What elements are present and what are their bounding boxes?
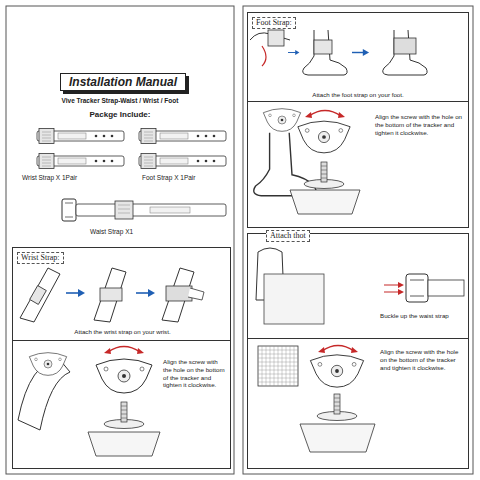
waist-buckle-part [264, 274, 324, 324]
waist-buckle-part [410, 280, 424, 296]
foot-steps-part [394, 38, 416, 54]
foot-steps-part [303, 30, 347, 75]
package-straps-part [118, 205, 130, 213]
waist-buckle-part [398, 282, 404, 295]
panel-box: Foot Strap: Attach the foot strap on your… [247, 12, 469, 228]
foot-steps-part [352, 49, 369, 56]
package-straps-part [139, 154, 226, 169]
wrist-tracker-mount-part [88, 432, 160, 456]
waist-tracker-mount-part [310, 355, 363, 387]
wrist-tracker-mount [18, 347, 160, 457]
section-heading: Foot Strap: [252, 17, 296, 29]
foot-tracker-mount-part [263, 109, 300, 132]
label-text: Packge Include: [70, 110, 170, 120]
wrist-steps [20, 268, 204, 322]
panel-divider [248, 101, 468, 102]
foot-tracker-mount [254, 109, 360, 214]
page-frame-part [243, 6, 473, 474]
wrist-steps-part [20, 268, 60, 322]
wrist-steps-part [66, 289, 85, 297]
label-text: Vive Tracker Strap-Waist / Wrist / Foot [40, 97, 200, 105]
foot-tracker-mount-part [298, 121, 350, 153]
section-heading: Attach thot [266, 230, 310, 242]
instruction-text: Buckle up the waist strap [380, 312, 466, 320]
title-text: Installation Manual [69, 75, 177, 89]
page-frame [6, 6, 473, 474]
wrist-steps-part [166, 286, 192, 301]
wrist-steps-part [136, 289, 155, 297]
title-box: Installation Manual [60, 73, 186, 91]
foot-steps-part [288, 50, 299, 55]
foot-steps-part [314, 40, 332, 54]
section-heading: Wrist Strap: [17, 252, 64, 264]
package-straps-part [150, 207, 190, 213]
waist-buckle-part [384, 285, 398, 292]
instruction-text: Align the screw with the hole on the bot… [380, 348, 466, 371]
panel-box: Wrist Strap: Attach the wrist strap on yo… [12, 247, 231, 469]
wrist-steps-part [100, 288, 122, 301]
instruction-text: Align the screw with the hole on the bot… [375, 113, 463, 136]
waist-tracker-mount-part [258, 346, 298, 386]
foot-tracker-mount-part [305, 111, 345, 119]
foot-steps-part [383, 30, 427, 75]
waist-tracker-mount-part [300, 424, 375, 452]
wrist-steps-part [188, 288, 204, 300]
package-straps-part [115, 201, 133, 219]
instruction-text: Align the screw with the hole on the bot… [163, 358, 227, 389]
package-straps-part [37, 154, 124, 169]
wrist-tracker-mount-part [96, 359, 152, 393]
package-straps-part [37, 129, 124, 144]
wrist-steps-part [94, 268, 126, 322]
foot-steps-part [262, 46, 266, 66]
panel-divider [248, 338, 468, 339]
panel-divider [13, 340, 230, 341]
foot-steps [250, 30, 427, 75]
panel-box: Attach thotBuckle up the waist strapAlig… [247, 233, 469, 469]
waist-buckle-part [428, 280, 464, 296]
foot-tracker-mount-part [304, 162, 344, 189]
wrist-tracker-mount-part [29, 353, 66, 376]
label-text: Waist Strap X1 [90, 228, 180, 236]
waist-tracker-mount [258, 346, 375, 453]
package-straps-part [65, 203, 73, 217]
wrist-tracker-mount-part [104, 347, 144, 355]
label-text: Foot Strap X 1Pair [142, 174, 232, 182]
waist-tracker-mount-part [317, 394, 357, 421]
label-text: Wrist Strap X 1Pair [22, 174, 122, 182]
foot-tracker-mount-part [290, 190, 360, 214]
foot-steps-part [268, 30, 284, 46]
package-straps-part [139, 129, 226, 144]
waist-tracker-mount-part [258, 346, 298, 386]
page-frame-part [6, 6, 234, 474]
package-straps-part [76, 204, 226, 216]
waist-buckle-part [406, 274, 428, 302]
waist-tracker-mount-part [318, 346, 358, 354]
instruction-text: Attach the foot strap on your foot. [258, 91, 458, 99]
package-straps-part [62, 199, 76, 221]
instruction-text: Attach the wrist strap on your wrist. [23, 328, 222, 336]
wrist-tracker-mount-part [104, 402, 144, 429]
wrist-steps-part [30, 286, 47, 305]
